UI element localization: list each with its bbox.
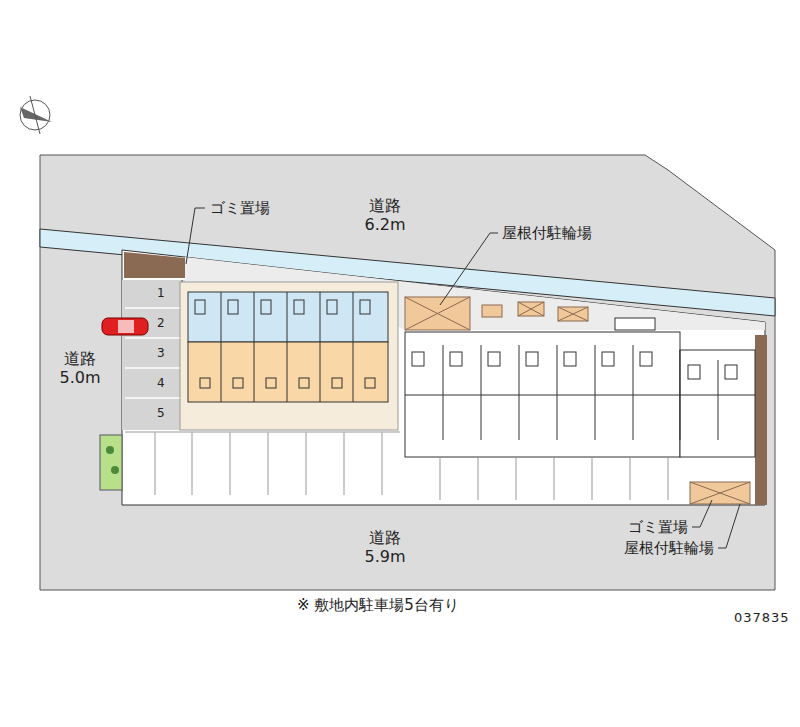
- leader-line: [186, 208, 740, 548]
- bike-shed: [405, 297, 750, 504]
- building-ground: [180, 282, 398, 430]
- parking-number: 3: [156, 346, 166, 360]
- site-lot: [122, 250, 765, 505]
- roof-cross: [405, 297, 750, 504]
- hedge: [755, 335, 767, 505]
- parking-number: 2: [156, 316, 166, 330]
- unit-walls: [195, 292, 375, 402]
- stairs: [615, 318, 655, 330]
- parking-number: 5: [156, 406, 166, 420]
- callout-label: ゴミ置場: [626, 518, 690, 536]
- building-lower: [188, 342, 388, 402]
- parking-area: [122, 280, 185, 430]
- road-label: 道路 5.0m: [54, 349, 106, 387]
- compass: [20, 96, 52, 134]
- road-ground: [40, 155, 775, 590]
- parking-number: 4: [156, 376, 166, 390]
- road-label: 道路 5.9m: [359, 528, 411, 566]
- car-icon: [102, 318, 148, 335]
- callout-label: 屋根付駐輪場: [622, 539, 716, 557]
- shrub: [100, 435, 122, 490]
- callout-label: ゴミ置場: [208, 199, 272, 217]
- unit-walls: [405, 345, 755, 440]
- building-upper: [188, 292, 388, 342]
- road-label: 道路 6.2m: [359, 196, 411, 234]
- parking-number: 1: [156, 286, 166, 300]
- hedge: [124, 252, 185, 278]
- map-code: 037835: [732, 610, 792, 626]
- caption: ※ 敷地内駐車場5台有り: [295, 596, 461, 614]
- callout-label: 屋根付駐輪場: [500, 224, 594, 242]
- building-right: [680, 350, 755, 457]
